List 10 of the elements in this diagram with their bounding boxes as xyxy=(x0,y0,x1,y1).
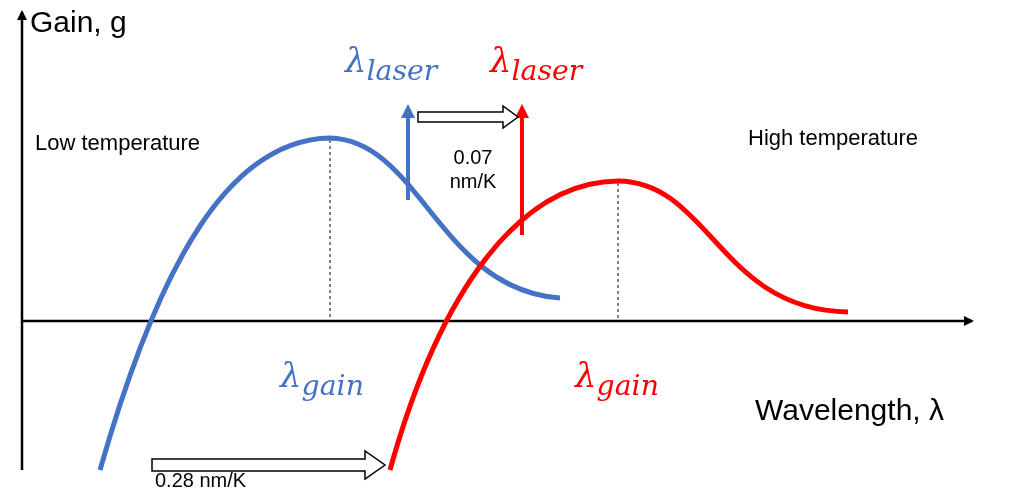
rate-label: 0.28 nm/K xyxy=(155,468,247,492)
axis-title: Wavelength, λ xyxy=(755,392,944,428)
gain-wavelength-label: λ$_{gain}$ xyxy=(575,355,659,403)
laser-wavelength-label: λ$_{laser}$ xyxy=(490,40,583,88)
temperature-label: High temperature xyxy=(748,125,919,152)
gain-wavelength-label: λ$_{gain}$ xyxy=(280,355,364,403)
temperature-label: Low temperature xyxy=(35,130,202,157)
rate-label: 0.07 nm/K xyxy=(448,145,498,193)
axis-title: Gain, g xyxy=(30,4,127,40)
laser-wavelength-label: λ$_{laser}$ xyxy=(345,40,438,88)
